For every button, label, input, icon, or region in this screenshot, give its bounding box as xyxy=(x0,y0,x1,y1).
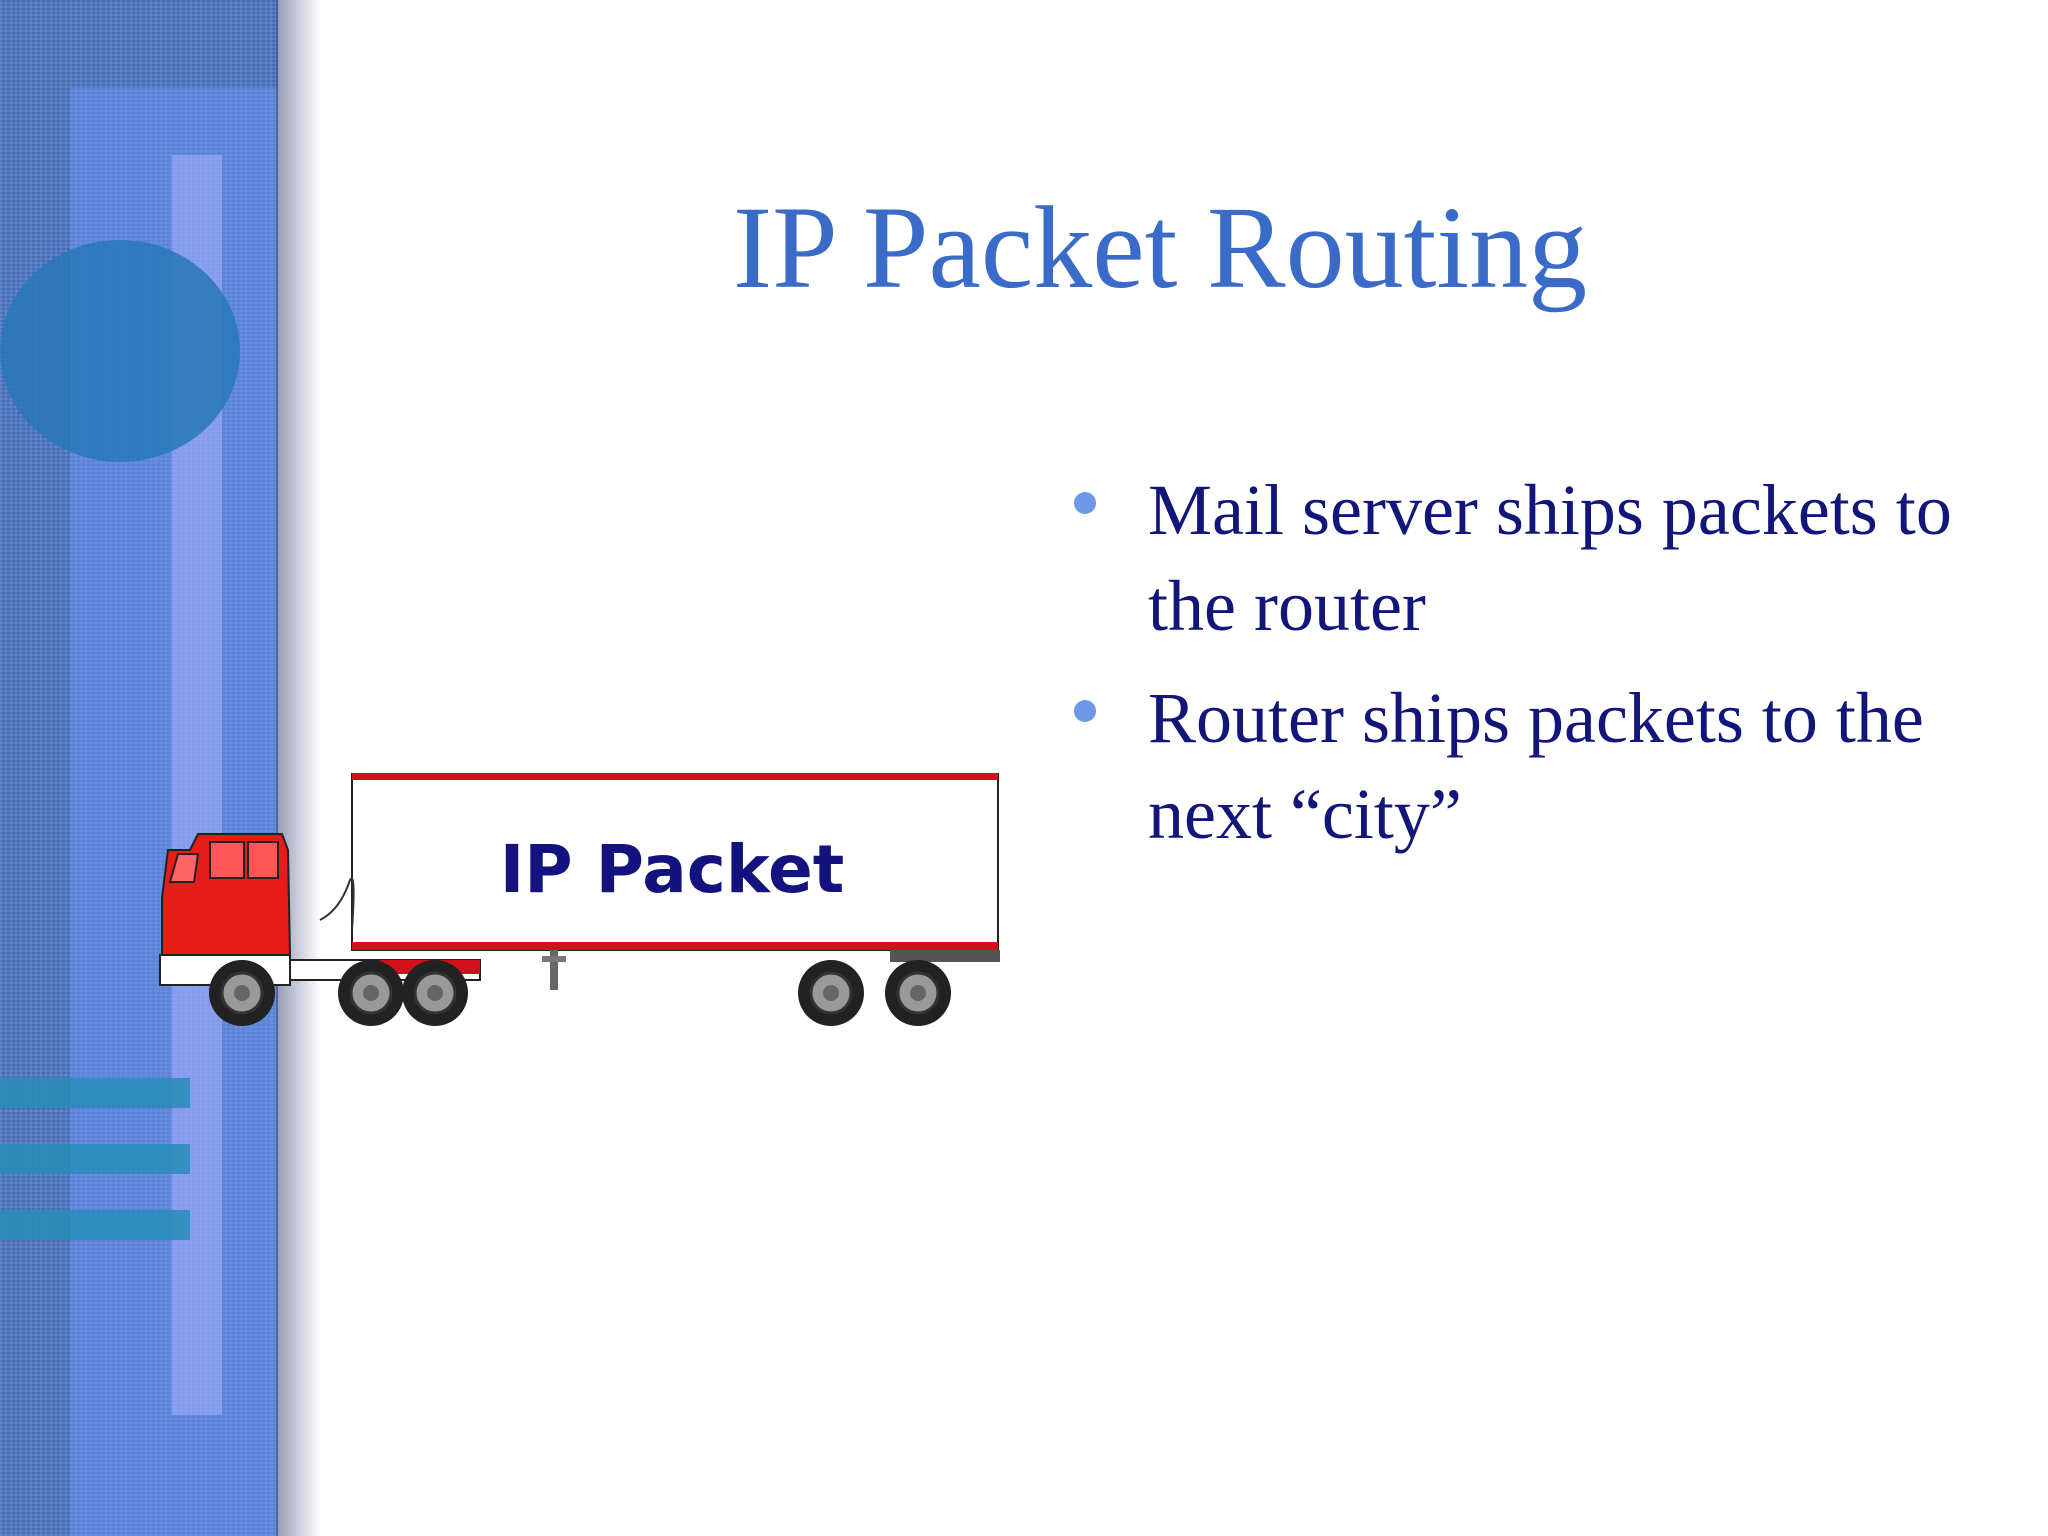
decorative-sidebar xyxy=(0,0,278,1536)
bullet-icon xyxy=(1074,700,1096,722)
bullet-list: Mail server ships packets to the router … xyxy=(1060,462,2020,878)
wheel xyxy=(402,960,468,1026)
slide-title: IP Packet Routing xyxy=(732,182,1588,313)
bullet-text: Mail server ships packets to the router xyxy=(1148,470,1952,646)
bullet-item: Router ships packets to the next “city” xyxy=(1060,670,2020,862)
bullet-item: Mail server ships packets to the router xyxy=(1060,462,2020,654)
sidebar-circle xyxy=(0,240,240,462)
sidebar-shadow xyxy=(276,0,320,1536)
bullet-text: Router ships packets to the next “city” xyxy=(1148,678,1924,854)
sidebar-bar xyxy=(0,1210,190,1240)
hose xyxy=(319,877,355,931)
sidebar-bar xyxy=(0,1078,190,1108)
wheel xyxy=(798,960,864,1026)
truck-illustration xyxy=(159,773,1000,1026)
wheel xyxy=(885,960,951,1026)
wheel xyxy=(209,960,275,1026)
bullet-icon xyxy=(1074,492,1096,514)
sidebar-bar xyxy=(0,1144,190,1174)
wheel xyxy=(338,960,404,1026)
trailer-label: IP Packet xyxy=(499,830,845,908)
trailer xyxy=(351,773,1000,990)
